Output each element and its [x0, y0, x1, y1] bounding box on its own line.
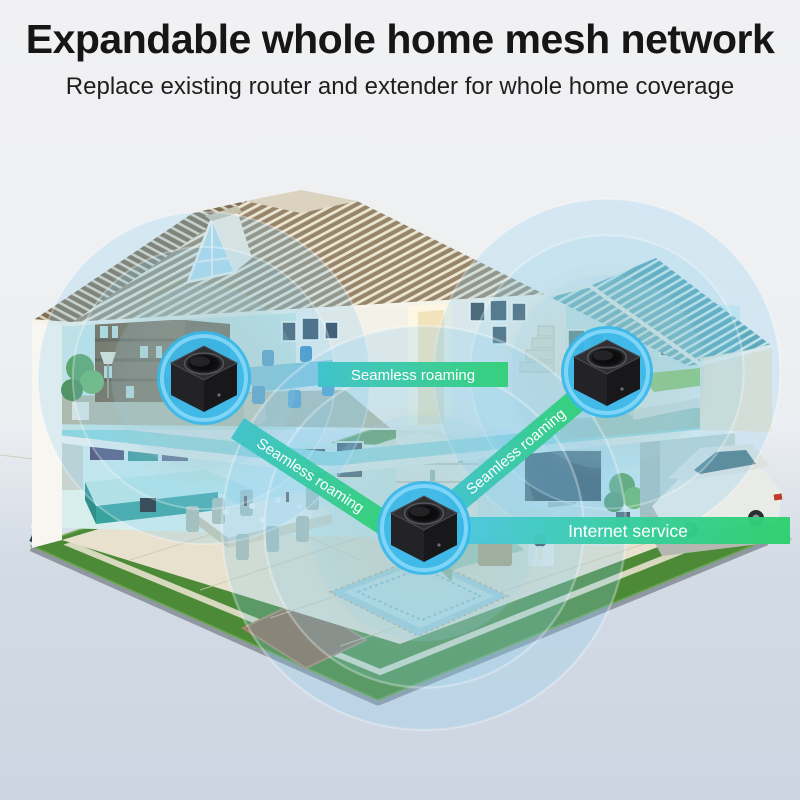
page-title: Expandable whole home mesh network [25, 16, 775, 62]
mesh-router-study [157, 331, 251, 425]
banner-seamless-top: Seamless roaming [318, 362, 508, 387]
banner-label: Internet service [568, 521, 688, 541]
header: Expandable whole home mesh network Repla… [0, 16, 800, 101]
page-subtitle: Replace existing router and extender for… [65, 73, 735, 100]
mesh-router-living [377, 481, 471, 575]
banner-label: Seamless roaming [351, 367, 475, 384]
mesh-router-bedroom [561, 326, 653, 418]
banner-internet-service: Internet service [452, 517, 790, 544]
